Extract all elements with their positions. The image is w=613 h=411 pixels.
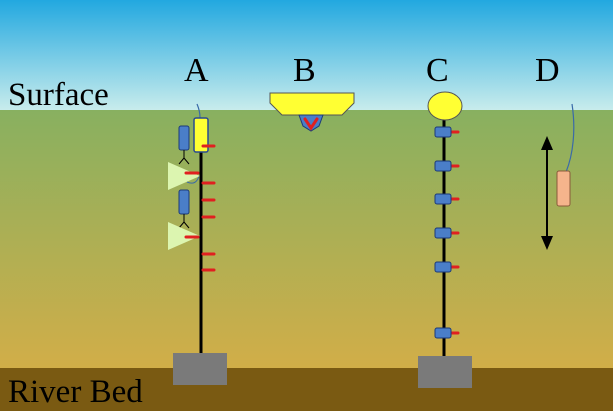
river-bed-label: River Bed <box>8 374 143 410</box>
instrument-cable-a2 <box>186 175 200 184</box>
arrow-head-up-d <box>541 136 553 150</box>
deployment-label-b: B <box>293 52 316 89</box>
logger-unit <box>434 327 452 339</box>
anchor-block-c <box>418 356 472 388</box>
yellow-float-a <box>193 117 209 153</box>
deployment-label-c: C <box>426 52 449 89</box>
logger-unit <box>434 227 452 239</box>
sensor-marks-a <box>184 144 216 272</box>
water-column <box>0 110 613 370</box>
light-cone-a2 <box>168 222 200 250</box>
profiler-instrument-d <box>556 170 571 207</box>
sky-area <box>0 0 613 110</box>
logger-unit <box>434 261 452 273</box>
profiler-cable-d <box>565 103 575 173</box>
logger-unit <box>434 126 452 138</box>
arrow-head-down-d <box>541 236 553 250</box>
vessel-hull-b <box>269 92 355 116</box>
deployment-a-mooring <box>168 103 227 385</box>
surface-label: Surface <box>8 77 109 113</box>
deployment-d-profiler <box>541 103 575 250</box>
logger-unit <box>434 193 452 205</box>
deployment-label-d: D <box>535 52 560 89</box>
blue-instrument-a2 <box>178 189 190 215</box>
instrument-legs-a2 <box>178 214 190 229</box>
river-bed-area <box>0 368 613 411</box>
vessel-sensor-beams-b <box>303 117 319 131</box>
logger-units-c <box>434 126 452 339</box>
deployment-c-mooring <box>418 91 472 388</box>
anchor-block-a <box>173 353 227 385</box>
blue-instrument-a1 <box>178 125 190 151</box>
deployment-b-vessel <box>269 92 355 132</box>
instrument-legs-a1 <box>178 150 190 165</box>
logger-unit <box>434 160 452 172</box>
deployment-label-a: A <box>184 52 209 89</box>
surface-buoy-c <box>427 91 463 121</box>
light-cone-a1 <box>168 162 200 190</box>
